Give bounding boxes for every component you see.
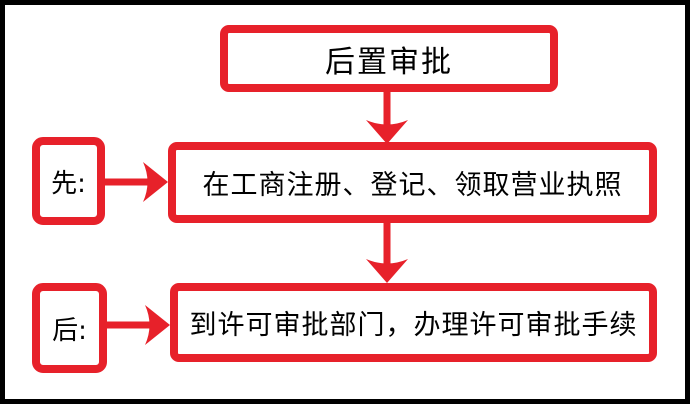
arrow-down-icon	[366, 92, 408, 144]
title-box: 后置审批	[220, 25, 558, 92]
step1-box-label: 在工商注册、登记、领取营业执照	[202, 170, 623, 201]
step2-box-label: 到许可审批部门，办理许可审批手续	[189, 310, 638, 341]
arrow-right-icon	[105, 162, 168, 202]
order-label-box-first: 先:	[32, 137, 105, 225]
title-box-label: 后置审批	[325, 44, 453, 80]
order-label-box-after: 后:	[32, 283, 107, 373]
step1-box: 在工商注册、登记、领取营业执照	[168, 142, 657, 223]
step2-box: 到许可审批部门，办理许可审批手续	[170, 283, 657, 362]
arrow-right-icon	[107, 305, 170, 345]
order-label-first: 先:	[51, 168, 86, 199]
arrow-down-icon	[366, 223, 408, 283]
order-label-after: 后:	[52, 315, 87, 346]
